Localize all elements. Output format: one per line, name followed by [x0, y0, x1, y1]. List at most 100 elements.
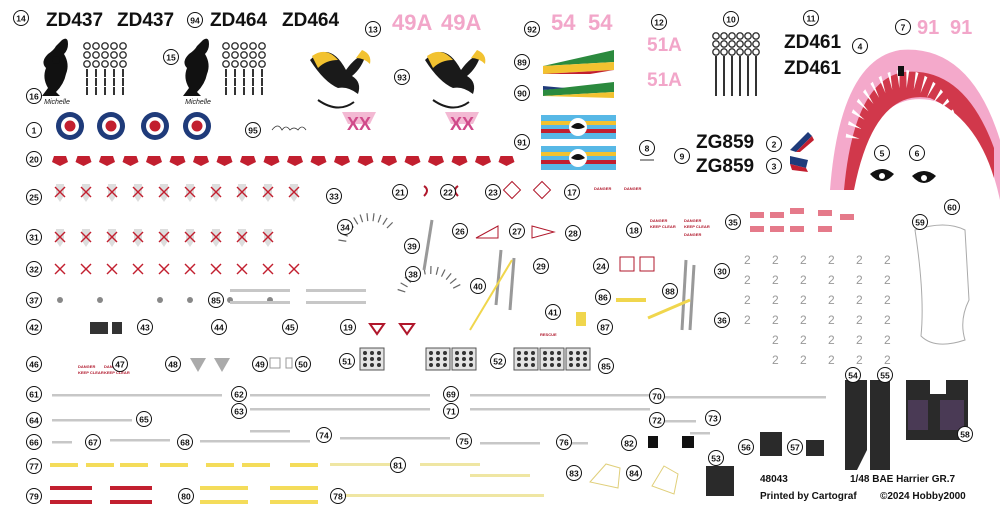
decal-number-82: 82: [622, 436, 637, 451]
red-badge: [334, 156, 350, 166]
red-tile: [750, 212, 764, 218]
digit-2: 2: [884, 253, 891, 267]
bomb-mark: [723, 80, 725, 88]
svg-text:88: 88: [665, 287, 675, 297]
dot: [157, 297, 163, 303]
mission-mark: [721, 49, 727, 55]
bomb-mark: [731, 80, 733, 88]
bomb-mark: [755, 80, 757, 88]
stencil-danger-1: DANGER: [594, 186, 611, 191]
digit-2: 2: [884, 353, 891, 367]
svg-text:22: 22: [443, 188, 453, 198]
decal-number-12: 12: [652, 15, 667, 30]
svg-text:26: 26: [455, 227, 465, 237]
bomb-mark: [731, 56, 733, 64]
bomb-mark: [755, 72, 757, 80]
svg-text:48: 48: [168, 360, 178, 370]
tag: [290, 184, 298, 202]
bomb-mark: [95, 69, 97, 77]
decal-number-37: 37: [27, 293, 42, 308]
bomb-mark: [234, 69, 236, 77]
svg-text:95: 95: [248, 126, 258, 136]
digit-2: 2: [856, 353, 863, 367]
mission-mark: [713, 41, 719, 47]
tick: [354, 217, 358, 224]
decal-number-22: 22: [441, 185, 456, 200]
digit-2: 2: [828, 353, 835, 367]
tick: [446, 273, 451, 279]
bomb-mark: [113, 78, 115, 86]
decal-number-56: 56: [739, 440, 754, 455]
mission-mark: [102, 52, 108, 58]
bomb-mark: [747, 72, 749, 80]
red-badge: [499, 156, 515, 166]
red-badge: [99, 156, 115, 166]
decal-number-53: 53: [709, 451, 724, 466]
grey-stripe: [470, 408, 650, 411]
svg-text:47: 47: [115, 360, 125, 370]
code-91-right: 91: [950, 17, 972, 39]
bomb-mark: [715, 72, 717, 80]
svg-text:78: 78: [333, 492, 343, 502]
decal-number-92: 92: [525, 22, 540, 37]
mission-mark: [84, 43, 90, 49]
tick: [450, 278, 456, 283]
decal-number-30: 30: [715, 264, 730, 279]
red-badge: [358, 156, 374, 166]
digit-2: 2: [828, 313, 835, 327]
svg-text:77: 77: [29, 462, 39, 472]
svg-text:33: 33: [329, 192, 339, 202]
tick: [378, 215, 381, 223]
digit-2: 2: [856, 313, 863, 327]
tag: [82, 184, 90, 202]
bomb-mark: [122, 87, 124, 95]
bomb-mark: [243, 78, 245, 86]
decal-number-54: 54: [846, 368, 861, 383]
decal-number-69: 69: [444, 387, 459, 402]
decal-number-70: 70: [650, 389, 665, 404]
mission-mark: [713, 49, 719, 55]
code-49a-left: 49A: [392, 10, 432, 35]
decal-number-32: 32: [27, 262, 42, 277]
mission-mark: [241, 61, 247, 67]
grey-stripe: [470, 394, 650, 397]
markers-row-32: [55, 264, 299, 274]
decal-number-85: 85: [599, 359, 614, 374]
svg-text:91: 91: [517, 138, 527, 148]
bomb-mark: [739, 56, 741, 64]
bomb-mark: [104, 78, 106, 86]
decal-number-50: 50: [296, 357, 311, 372]
fin-flash-2: [790, 132, 814, 152]
svg-text:94: 94: [190, 16, 200, 26]
red-badge: [170, 156, 186, 166]
bomb-mark: [715, 64, 717, 72]
svg-text:73: 73: [708, 414, 718, 424]
svg-text:69: 69: [446, 390, 456, 400]
decal-number-88: 88: [663, 284, 678, 299]
red-badge: [264, 156, 280, 166]
bomb-mark: [122, 78, 124, 86]
mission-mark: [259, 61, 265, 67]
decal-number-79: 79: [27, 489, 42, 504]
decal-number-8: 8: [640, 141, 655, 156]
digit-2: 2: [744, 253, 751, 267]
tag: [212, 184, 220, 202]
digit-2: 2: [884, 273, 891, 287]
bomb-mark: [95, 78, 97, 86]
tag: [186, 184, 194, 202]
kit-number: 48043: [760, 474, 788, 485]
stencil-danger-2: DANGER: [624, 186, 641, 191]
grey-stripe: [52, 441, 72, 444]
decal-number-45: 45: [283, 320, 298, 335]
digit-2: 2: [772, 353, 779, 367]
bomb-mark: [747, 88, 749, 96]
code-54-right: 54: [588, 10, 613, 35]
grey-stripe: [690, 432, 710, 435]
mission-mark: [250, 61, 256, 67]
red-badge: [311, 156, 327, 166]
bomb-mark: [95, 87, 97, 95]
decal-number-40: 40: [471, 279, 486, 294]
decal-number-74: 74: [317, 428, 332, 443]
digit-2: 2: [884, 333, 891, 347]
